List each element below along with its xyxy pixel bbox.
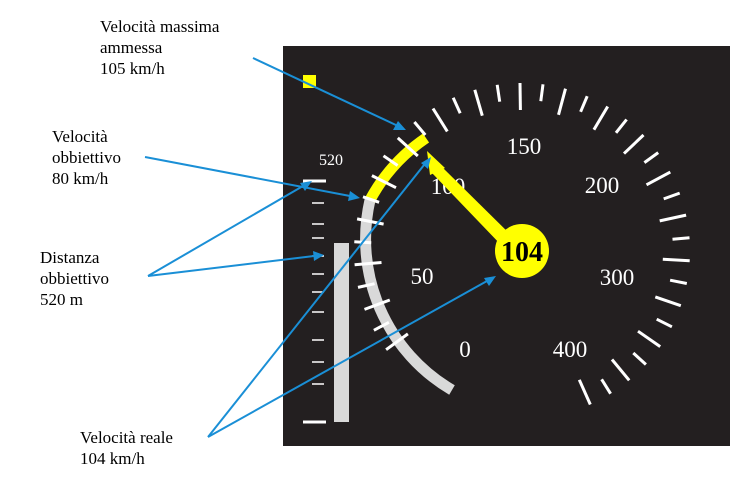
speed-tick — [557, 88, 567, 116]
speed-tick — [600, 378, 612, 395]
speed-tick — [354, 261, 382, 267]
callout-real-speed: Velocità reale 104 km/h — [80, 427, 173, 469]
speed-tick — [382, 154, 399, 167]
speed-tick — [672, 236, 690, 241]
callout-line: 520 m — [40, 290, 83, 309]
target-distance-bar — [334, 243, 349, 422]
permitted-speed-arc — [365, 133, 430, 203]
speed-needle — [430, 159, 515, 247]
speed-tick — [669, 278, 688, 285]
target-speed-arc — [360, 198, 455, 395]
speed-tick — [662, 257, 690, 263]
callout-line: Distanza — [40, 248, 100, 267]
callout-line: Velocità — [52, 127, 108, 146]
scale-label-0: 0 — [459, 337, 471, 362]
speed-ticks — [354, 82, 690, 406]
speed-tick — [356, 217, 384, 226]
current-speed-readout: 104 — [501, 237, 543, 268]
speed-tick — [413, 121, 427, 136]
speed-tick — [431, 107, 449, 133]
callout-arrows — [144, 57, 496, 438]
scale-label-150: 150 — [507, 134, 542, 159]
speed-tick — [656, 317, 673, 329]
scale-label-300: 300 — [600, 265, 635, 290]
speed-tick — [371, 174, 397, 190]
callout-line: Velocità reale — [80, 428, 173, 447]
callout-line: 104 km/h — [80, 449, 145, 468]
speed-tick — [473, 89, 484, 117]
callout-line: 105 km/h — [100, 59, 165, 78]
speed-tick — [614, 118, 628, 134]
speed-tick — [495, 84, 502, 102]
speed-tick — [654, 295, 682, 308]
speed-tick — [396, 136, 419, 158]
speed-tick — [637, 329, 662, 348]
speed-tick — [373, 320, 390, 332]
speed-tick — [539, 84, 545, 102]
scale-label-200: 200 — [585, 173, 620, 198]
speed-tick — [357, 282, 375, 289]
speed-hub — [495, 224, 549, 278]
speed-tick — [622, 133, 645, 155]
status-indicator-square — [303, 75, 316, 88]
callout-line: ammessa — [100, 38, 163, 57]
callout-permitted-speed: Velocità massima ammessa 105 km/h — [100, 16, 219, 79]
speed-tick — [643, 151, 660, 164]
callout-target-speed: Velocità obbiettivo 80 km/h — [52, 126, 121, 189]
scale-label-50: 50 — [411, 264, 434, 289]
speed-tick — [577, 379, 592, 406]
callout-line: 80 km/h — [52, 169, 109, 188]
speed-tick — [645, 170, 672, 187]
callout-target-distance: Distanza obbiettivo 520 m — [40, 247, 109, 310]
speed-tick — [362, 195, 380, 204]
needle-tip — [427, 151, 445, 175]
callout-line: Velocità massima — [100, 17, 220, 36]
speed-tick — [592, 105, 609, 131]
speed-tick — [659, 213, 687, 223]
speed-tick — [451, 97, 462, 114]
speed-tick — [632, 351, 647, 366]
callout-line: obbiettivo — [52, 148, 121, 167]
distance-scale — [303, 179, 326, 424]
scale-label-400: 400 — [553, 337, 588, 362]
speed-tick — [579, 95, 589, 113]
speed-tick — [385, 332, 409, 351]
distance-scale-top-label: 520 — [319, 152, 343, 169]
speed-tick — [363, 298, 391, 311]
speed-tick — [610, 358, 631, 382]
speed-tick — [663, 191, 681, 201]
callout-line: obbiettivo — [40, 269, 109, 288]
